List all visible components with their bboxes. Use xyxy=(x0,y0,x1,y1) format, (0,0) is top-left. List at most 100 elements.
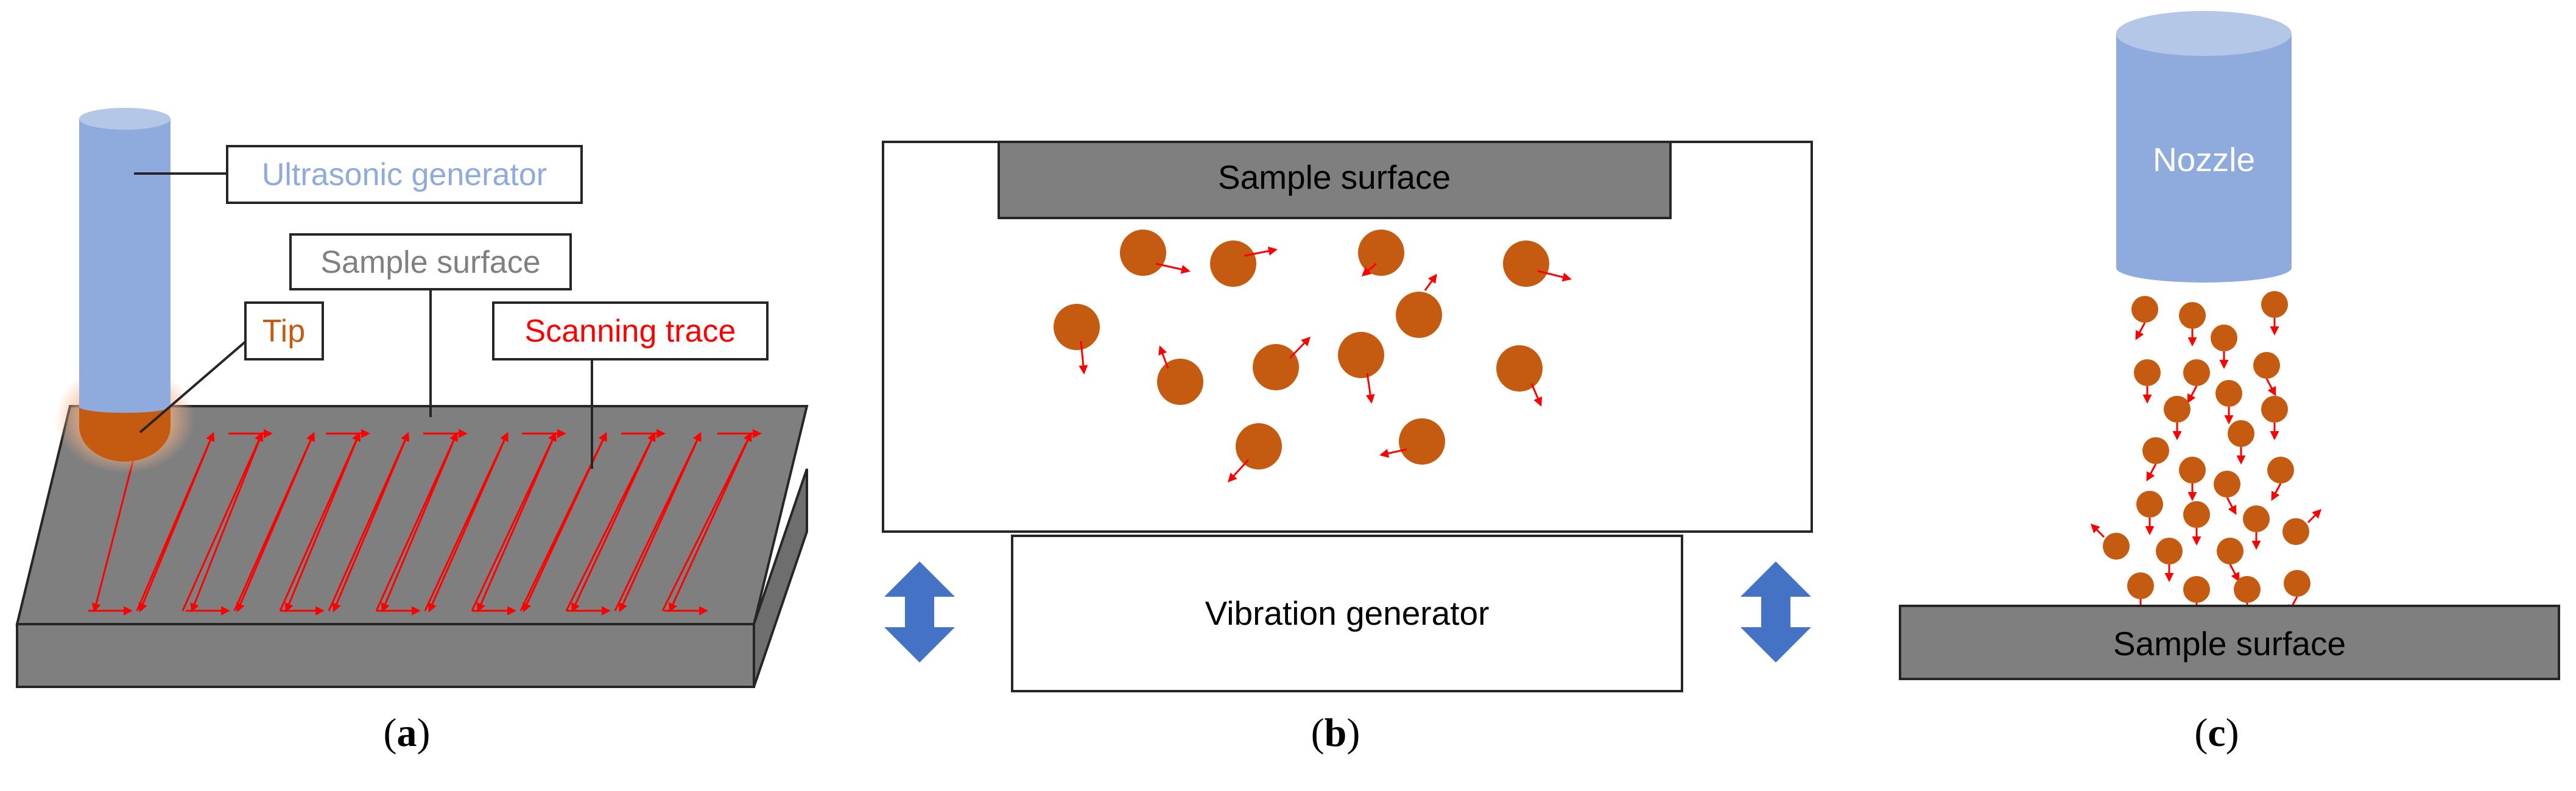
particle xyxy=(2131,296,2158,323)
slab-top-face xyxy=(15,405,809,625)
trace-segment-down xyxy=(669,433,752,613)
particle xyxy=(1396,292,1442,338)
caption-b: (b) xyxy=(1311,711,1360,755)
sample-surface-block-b: Sample surface xyxy=(998,141,1672,219)
trace-segment-down xyxy=(190,433,263,613)
panel-c: Nozzle Sample surface (c) xyxy=(1899,11,2560,755)
trace-segment-down xyxy=(236,433,315,613)
particle xyxy=(2261,291,2288,318)
trace-segment-up xyxy=(471,432,557,611)
trace-segment-down xyxy=(476,433,557,613)
particle xyxy=(2103,533,2130,560)
caption-c: (c) xyxy=(2194,711,2239,755)
particle xyxy=(2183,576,2210,603)
double-headed-vertical-arrow-icon-left xyxy=(884,561,955,663)
particle xyxy=(1358,230,1404,276)
particle xyxy=(2217,538,2243,564)
trace-segment-down xyxy=(284,433,361,613)
trace-segment-down xyxy=(619,433,702,613)
generator-bottom xyxy=(79,401,171,413)
panel-a: Ultrasonic generator Sample surface Tip … xyxy=(15,108,809,755)
trace-segment-down xyxy=(138,433,214,613)
sample-surface-label-b: Sample surface xyxy=(1218,158,1451,196)
particle xyxy=(2228,420,2254,447)
nozzle-bottom xyxy=(2116,253,2292,283)
generator-top xyxy=(79,108,171,130)
trace-segment-up xyxy=(181,432,263,611)
particle xyxy=(2253,352,2280,379)
scanning-trace-path xyxy=(88,429,762,616)
caption-a: (a) xyxy=(384,711,431,755)
particle xyxy=(2179,457,2206,483)
motion-arrow xyxy=(1079,340,1088,374)
particle xyxy=(1157,359,1203,405)
particle xyxy=(2267,457,2294,483)
motion-arrow xyxy=(1424,273,1437,291)
particle xyxy=(1210,241,1256,287)
motion-arrow xyxy=(2135,322,2146,340)
trace-segment-down xyxy=(571,433,656,613)
trace-segment-up xyxy=(565,432,656,611)
ultrasonic-generator-label-box: Ultrasonic generator xyxy=(226,145,583,204)
trace-segment-up xyxy=(279,432,361,611)
motion-arrow xyxy=(2146,463,2157,482)
motion-arrow xyxy=(2229,564,2240,582)
particle xyxy=(2127,572,2154,599)
motion-arrow xyxy=(2265,378,2276,396)
motion-arrow xyxy=(1361,262,1377,276)
motion-arrow xyxy=(2187,385,2198,404)
particle xyxy=(2261,396,2288,423)
double-headed-vertical-arrow-icon-right xyxy=(1740,561,1811,663)
tip xyxy=(79,407,171,462)
particle xyxy=(2214,471,2240,497)
motion-arrow xyxy=(1365,373,1375,404)
particle xyxy=(1054,304,1100,350)
motion-arrow xyxy=(1289,336,1311,359)
trace-segment-down xyxy=(381,433,458,613)
scanning-trace-label-box: Scanning trace xyxy=(492,301,769,360)
motion-arrow xyxy=(2271,483,2282,501)
particle xyxy=(2243,505,2270,532)
generator-body xyxy=(79,119,171,407)
nozzle-body xyxy=(2116,33,2292,268)
trace-segment-down xyxy=(428,433,509,613)
tip-label: Tip xyxy=(262,314,305,349)
particle xyxy=(2179,302,2206,329)
particle xyxy=(1120,230,1166,276)
tip-leader xyxy=(139,337,251,434)
motion-arrow xyxy=(1155,262,1191,274)
sample-surface-label-box-a: Sample surface xyxy=(289,233,572,290)
motion-arrow xyxy=(1244,246,1278,257)
particle xyxy=(2134,359,2161,386)
sample-surface-block-c: Sample surface xyxy=(1899,605,2560,680)
sample-slab xyxy=(15,405,809,688)
particle xyxy=(2183,359,2210,386)
particle xyxy=(2164,396,2191,423)
sample-surface-label-c: Sample surface xyxy=(2113,625,2346,663)
vibration-generator-label: Vibration generator xyxy=(1205,594,1490,632)
motion-arrow xyxy=(2226,497,2237,515)
trace-segment-down xyxy=(332,433,409,613)
particle xyxy=(1253,344,1299,390)
motion-arrow xyxy=(1158,345,1169,369)
motion-arrow xyxy=(1537,270,1572,282)
particle xyxy=(1338,332,1384,378)
slab-front-face xyxy=(16,623,755,688)
particle xyxy=(2284,570,2310,597)
vibration-generator-box: Vibration generator xyxy=(1011,535,1683,692)
trace-segment-up xyxy=(661,432,752,611)
motion-arrow xyxy=(2307,508,2322,524)
particle xyxy=(2142,437,2169,464)
ultrasonic-generator-label: Ultrasonic generator xyxy=(262,157,547,192)
nozzle-top xyxy=(2116,11,2292,56)
tip-label-box: Tip xyxy=(244,301,324,360)
spray-particles xyxy=(2090,291,2322,620)
particle xyxy=(2183,501,2210,528)
scanning-trace-label: Scanning trace xyxy=(525,314,736,349)
particle xyxy=(2211,325,2237,351)
particle xyxy=(2156,538,2183,564)
panel-b: Sample surface Vibration generator (b) xyxy=(882,141,1813,755)
particle xyxy=(1236,423,1282,469)
nozzle-label: Nozzle xyxy=(2153,141,2255,178)
